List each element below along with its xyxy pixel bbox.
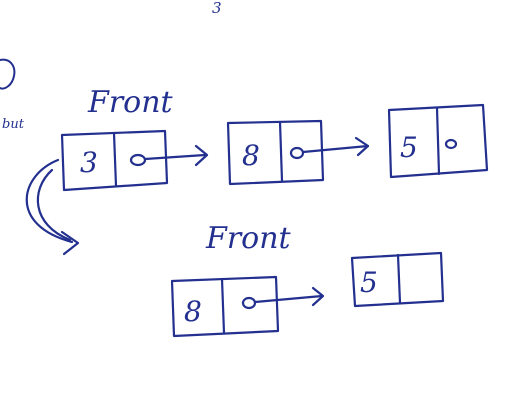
bottom-node-1-value: 8: [184, 295, 202, 328]
top-node-1: 3: [60, 129, 209, 192]
top-front-label: Front: [87, 85, 174, 120]
bottom-node-1-pointer-dot: [241, 296, 257, 310]
top-node-2-pointer-dot: [289, 146, 305, 160]
top-node-1-pointer-dot: [129, 153, 147, 167]
top-node-3-pointer-dot: [444, 138, 458, 150]
bottom-node-2: 5: [350, 251, 445, 308]
bottom-node-1: 8: [170, 275, 325, 338]
removed-node-arrow: [25, 158, 74, 244]
top-node-1-value: 3: [80, 146, 98, 179]
left-margin-marks: 0 but: [0, 58, 25, 132]
top-node-3: 5: [387, 103, 489, 179]
top-node-2-value: 8: [242, 139, 260, 172]
bottom-front-label: Front: [205, 221, 292, 256]
top-linked-list: Front 3 8 5: [25, 85, 489, 256]
bottom-node-2-value: 5: [360, 266, 378, 299]
top-node-2: 8: [226, 119, 370, 186]
bottom-linked-list: Front 8 5: [170, 221, 445, 338]
margin-partial-text: but: [2, 117, 25, 132]
top-node-3-value: 5: [400, 131, 418, 164]
page-marker: 3: [212, 0, 222, 17]
